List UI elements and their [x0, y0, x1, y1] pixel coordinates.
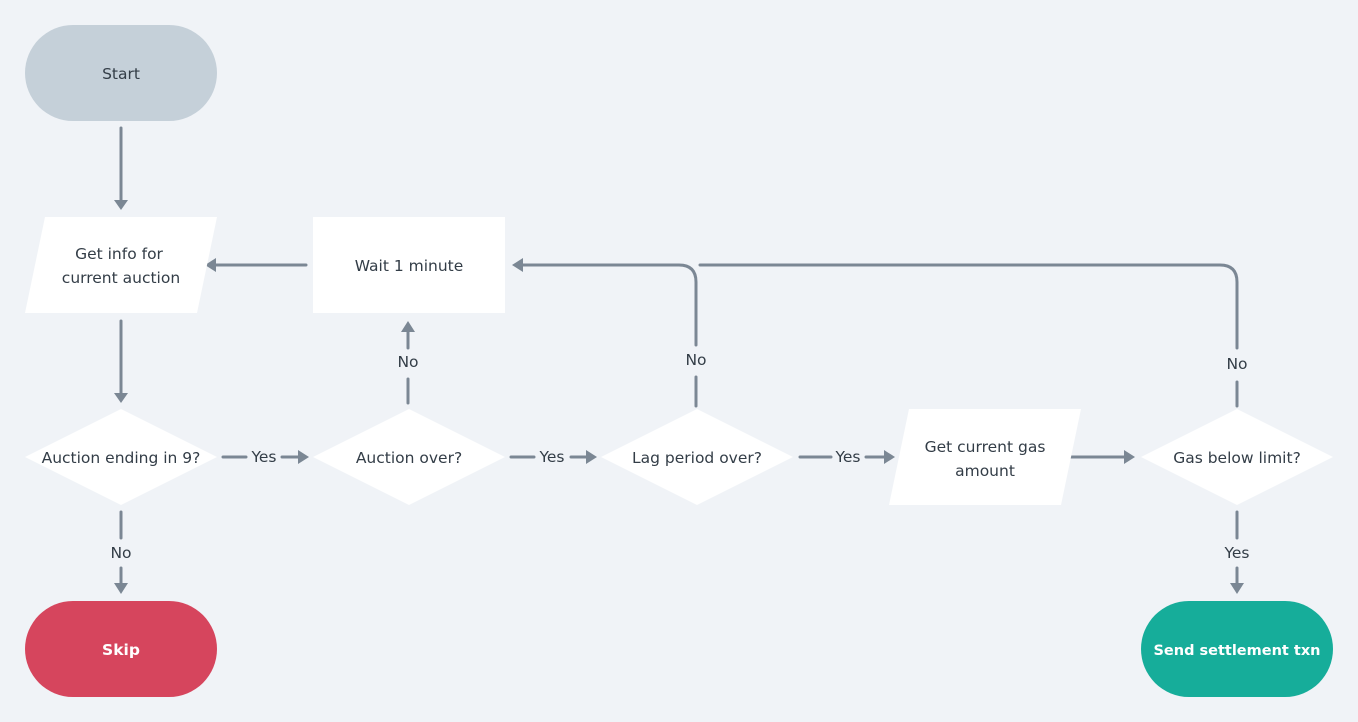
auction-over-label: Auction over?	[356, 449, 462, 467]
wait-label: Wait 1 minute	[355, 257, 464, 275]
gas-below-shape	[1141, 409, 1333, 505]
node-gas-below[interactable]: Gas below limit?	[1141, 409, 1333, 505]
send-shape	[1141, 601, 1333, 697]
arrowhead	[298, 450, 309, 464]
node-start[interactable]: Start	[25, 25, 217, 121]
edge-lag-no-2	[521, 263, 698, 347]
arrowhead	[114, 583, 128, 594]
lag-over-shape	[601, 409, 793, 505]
node-auction-ending[interactable]: Auction ending in 9?	[25, 409, 217, 505]
label-over-no: No	[397, 353, 418, 371]
gas-below-label: Gas below limit?	[1173, 449, 1301, 467]
label-over-yes: Yes	[538, 448, 564, 466]
arrowhead	[586, 450, 597, 464]
auction-ending-label: Auction ending in 9?	[42, 449, 201, 467]
skip-label: Skip	[102, 641, 140, 659]
arrowhead	[512, 258, 523, 272]
nodes: Start Get info for current auction Wait …	[25, 25, 1333, 697]
get-gas-shape	[889, 409, 1081, 505]
label-lag-no: No	[685, 351, 706, 369]
arrowhead	[884, 450, 895, 464]
label-gas-yes: Yes	[1223, 544, 1249, 562]
label-lag-yes: Yes	[834, 448, 860, 466]
start-shape	[25, 25, 217, 121]
start-label: Start	[102, 65, 140, 83]
arrowhead	[401, 321, 415, 332]
label-ending-no: No	[110, 544, 131, 562]
arrowhead	[114, 393, 128, 403]
get-info-shape	[25, 217, 217, 313]
arrowhead	[205, 258, 216, 272]
send-label: Send settlement txn	[1153, 643, 1320, 659]
arrowhead	[1124, 450, 1135, 464]
node-wait[interactable]: Wait 1 minute	[313, 217, 505, 313]
node-lag-over[interactable]: Lag period over?	[601, 409, 793, 505]
label-ending-yes: Yes	[250, 448, 276, 466]
node-skip[interactable]: Skip	[25, 601, 217, 697]
edges	[114, 126, 1244, 594]
get-info-label-line1: Get info for	[75, 245, 163, 263]
arrowhead	[114, 200, 128, 210]
edge-gas-no-2	[698, 263, 1239, 350]
node-get-gas[interactable]: Get current gas amount	[889, 409, 1081, 505]
node-send[interactable]: Send settlement txn	[1141, 601, 1333, 697]
edge-labels: Yes No Yes No Yes No No Yes	[110, 351, 1249, 562]
lag-over-label: Lag period over?	[632, 449, 762, 467]
skip-shape	[25, 601, 217, 697]
get-info-label-line2: current auction	[62, 269, 180, 287]
get-gas-label-line2: amount	[955, 462, 1015, 480]
arrowhead	[1230, 583, 1244, 594]
label-gas-no: No	[1226, 355, 1247, 373]
node-auction-over[interactable]: Auction over?	[313, 409, 505, 505]
auction-ending-shape	[25, 409, 217, 505]
wait-shape	[313, 217, 505, 313]
node-get-info[interactable]: Get info for current auction	[25, 217, 217, 313]
auction-over-shape	[313, 409, 505, 505]
get-gas-label-line1: Get current gas	[925, 438, 1046, 456]
